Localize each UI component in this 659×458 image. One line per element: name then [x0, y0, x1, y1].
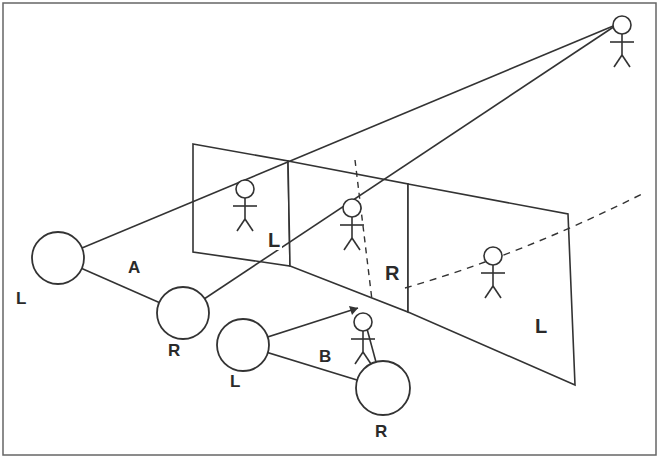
middle-plane: [288, 161, 408, 312]
pair-letter: B: [317, 348, 333, 365]
plane-letter: R: [383, 263, 401, 283]
frame: [3, 3, 656, 455]
dashed-curve: [405, 194, 642, 288]
eye-letter: L: [14, 290, 28, 307]
arrowhead: [349, 306, 358, 315]
eye-letter: L: [228, 373, 242, 390]
plane-letter: L: [533, 316, 549, 336]
eye-letter: R: [166, 342, 182, 359]
sight-lines: [58, 24, 618, 388]
plane-letter: L: [266, 230, 282, 250]
right-plane: [408, 184, 575, 385]
dashed-line: [355, 160, 372, 300]
eyes: [32, 232, 410, 415]
left-plane: [193, 144, 290, 266]
stick-figures: [233, 16, 634, 364]
pair-letter: A: [126, 259, 142, 276]
eye-letter: R: [373, 423, 389, 440]
